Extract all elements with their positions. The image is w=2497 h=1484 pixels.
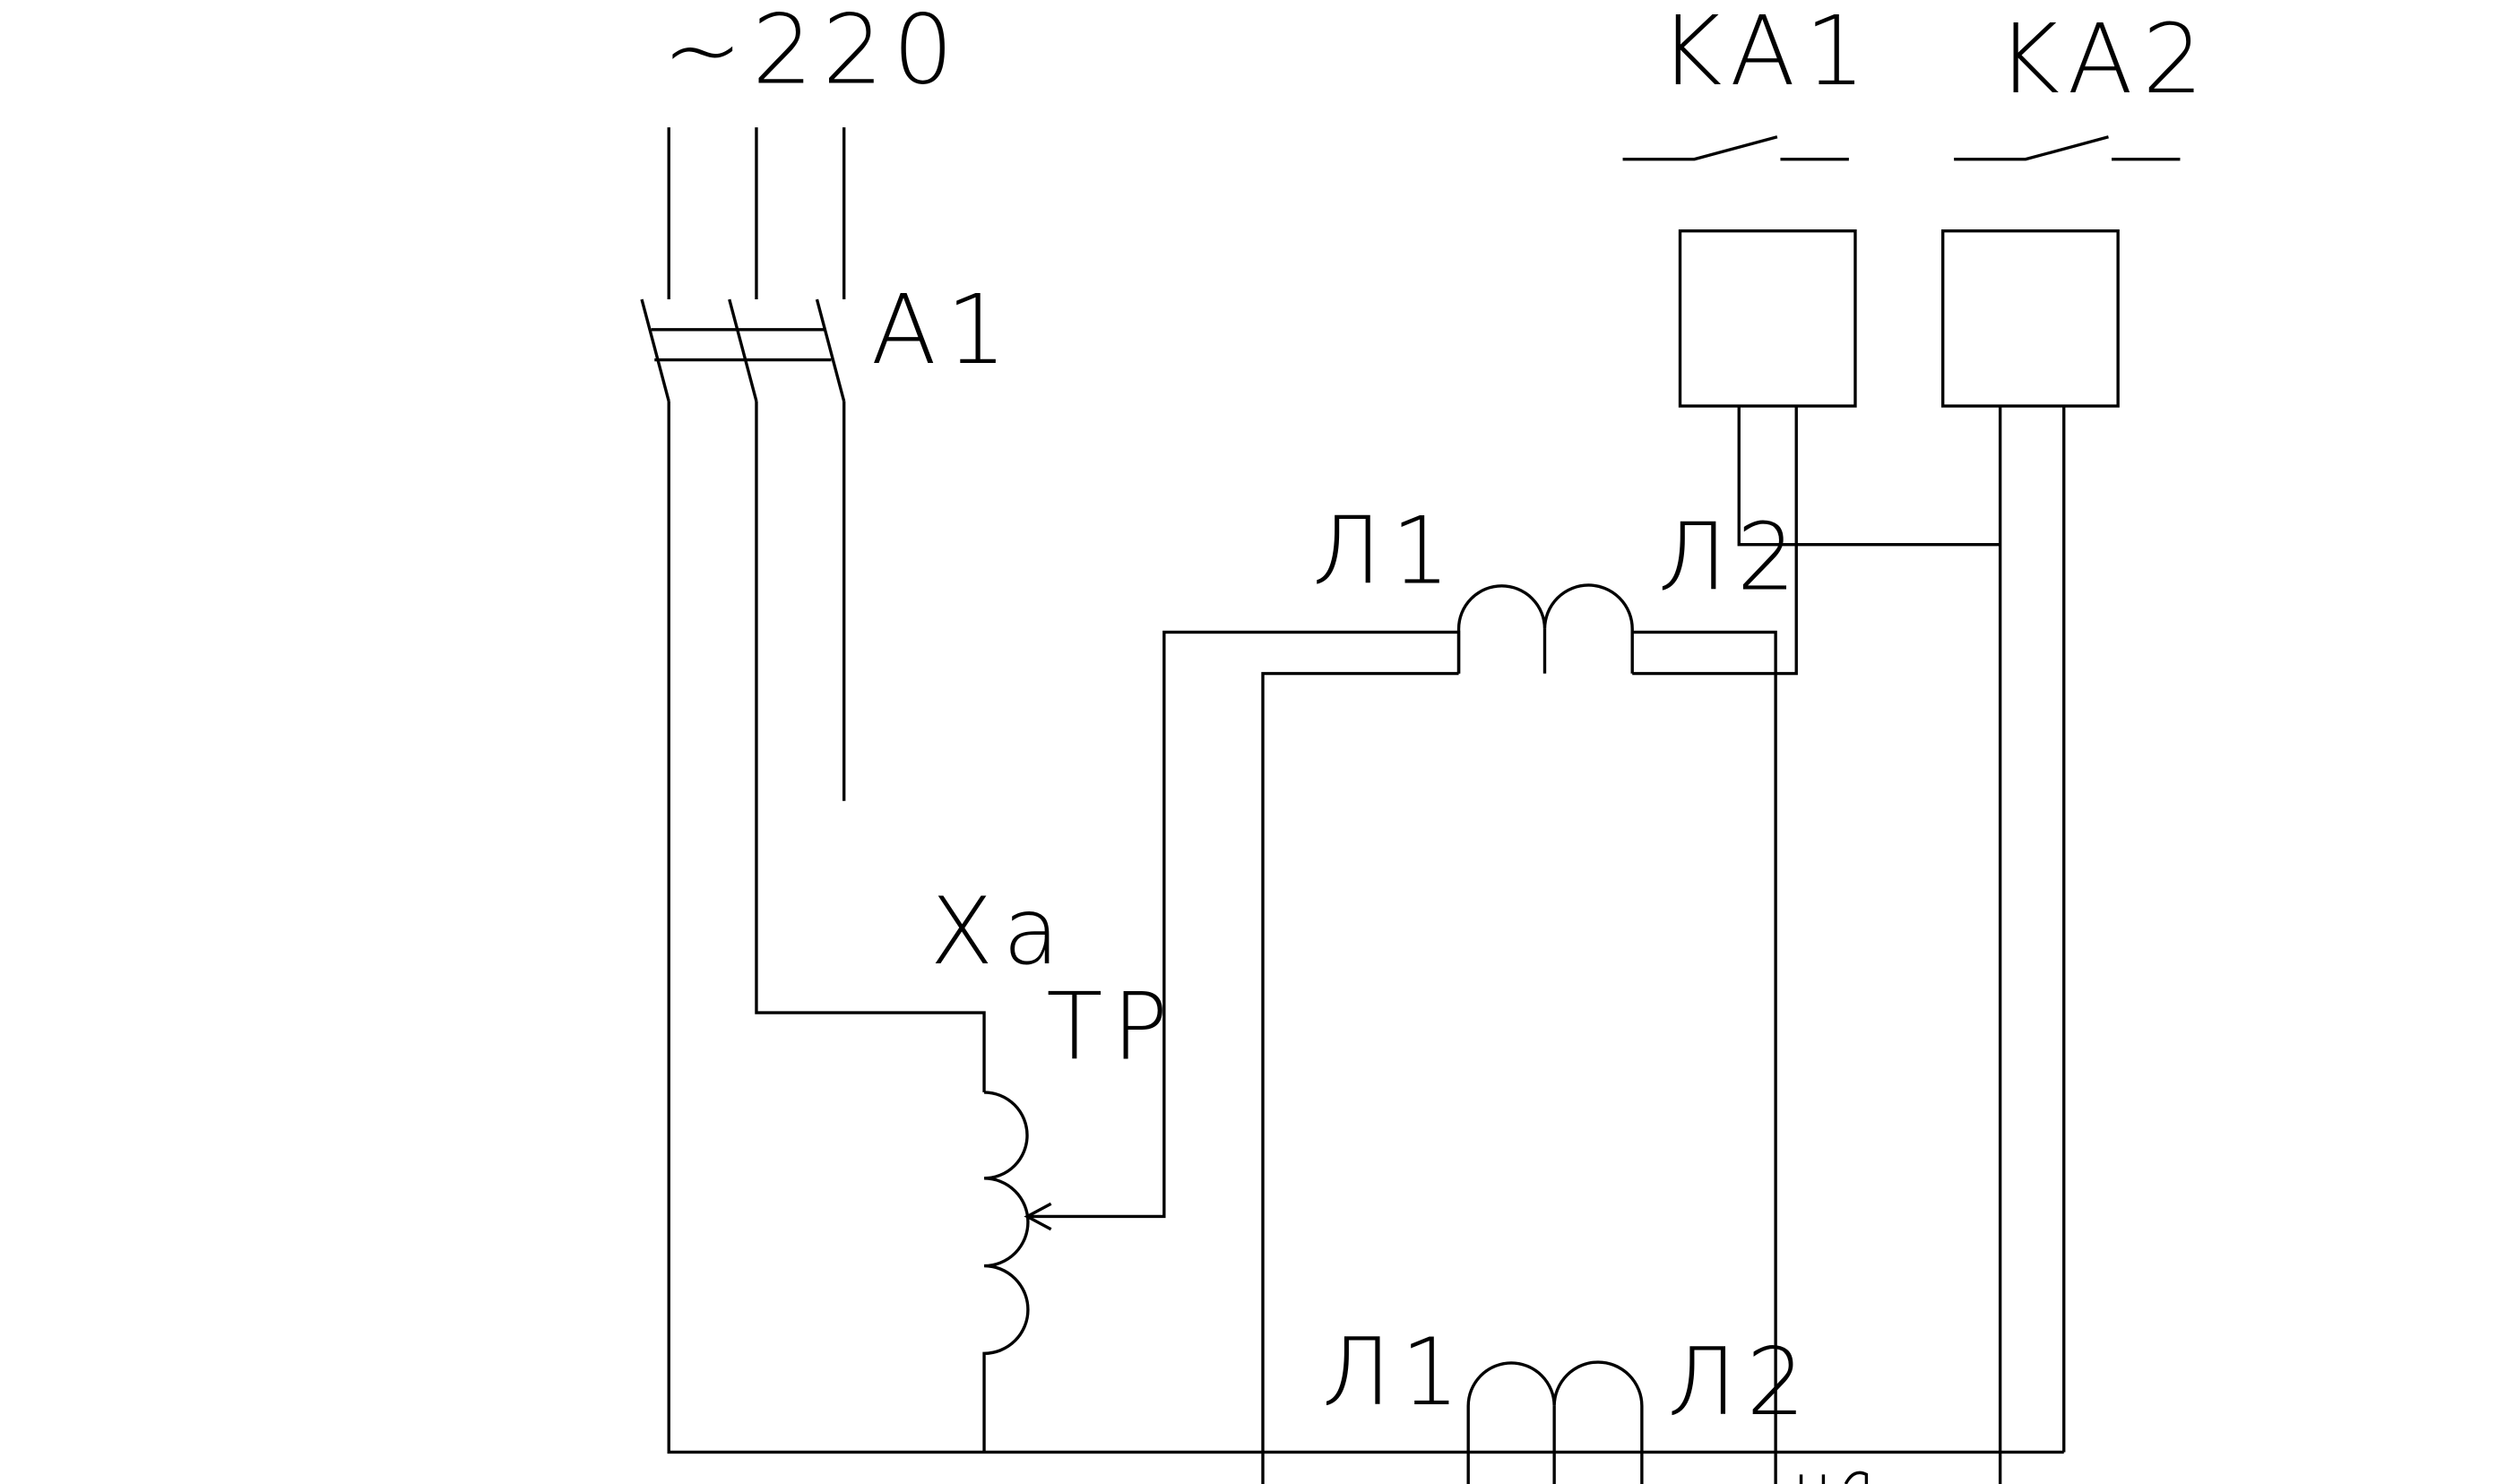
relay-ka2-coil-box [1941,229,2120,408]
ct-upper-primary-right [1632,630,1777,1484]
relay-ka1-label: KA1 [1659,0,1875,108]
breaker-contact-3 [815,298,846,402]
supply-voltage-label: ~220 [662,0,963,106]
breaker-contact-2 [728,298,758,402]
ct-upper-l2-label: Л2 [1658,504,1805,611]
relay-ka2-contact [1954,135,2181,161]
relay-ka2-label: KA2 [1997,4,2213,116]
cut-off-label-fragment [1799,1471,1869,1484]
wiring [640,127,2181,1484]
relay-ka1-lead [1737,406,2000,547]
ct-upper-secondary-left [1261,671,1459,1484]
breaker-contact-1 [640,298,670,402]
tap-arrowhead [1024,1202,1052,1231]
ct-upper-secondary-right [1632,406,1798,676]
relay-ka1-contact [1622,135,1849,161]
ct-lower-l2-label: Л2 [1667,1329,1814,1437]
transformer-label: TP [1046,974,1177,1082]
phase-1-down [667,401,2064,1454]
tap-label: Xa [930,878,1069,986]
transformer-tap [1027,630,1461,1219]
ct-upper-l1-label: Л1 [1312,497,1459,605]
transformer-winding [982,1091,1030,1453]
ct-lower-l1-label: Л1 [1322,1319,1469,1427]
labels: ~220 A1 KA1 KA2 Л1 Л2 Л1 Л2 Xa TP [662,0,2213,1437]
phase-2-to-transformer [755,401,986,1092]
breaker-label: A1 [871,275,1016,386]
relay-ka1-coil-box [1678,229,1857,408]
